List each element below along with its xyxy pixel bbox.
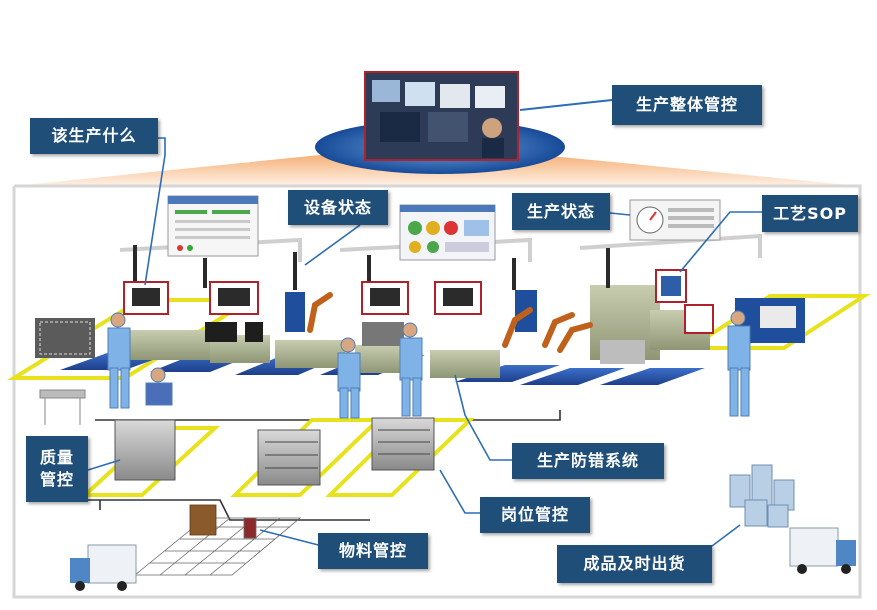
screen-equipment-status — [399, 204, 496, 261]
worker — [107, 312, 131, 409]
worker — [337, 337, 361, 419]
truck-left — [70, 544, 137, 591]
machines — [205, 290, 805, 343]
label-quality-control-line2: 管控 — [39, 470, 74, 489]
truck-right — [789, 527, 856, 574]
material-carts — [114, 417, 435, 486]
label-process-sop: 工艺SOP — [762, 195, 858, 232]
label-post-control: 岗位管控 — [480, 497, 590, 533]
worker-seated — [145, 367, 173, 406]
finished-goods-buildings — [729, 464, 795, 528]
label-production-status: 生产状态 — [512, 193, 610, 230]
robot-arms — [307, 292, 593, 353]
control-room-image — [364, 71, 519, 161]
workers — [107, 310, 751, 419]
worker — [399, 322, 423, 417]
label-quality-control: 质量 管控 — [26, 436, 88, 502]
station-posts — [133, 245, 610, 290]
label-material-control: 物料管控 — [318, 533, 428, 569]
work-benches — [130, 285, 710, 378]
label-quality-control-line1: 质量 — [39, 448, 74, 468]
label-equipment-status: 设备状态 — [288, 190, 388, 225]
label-overall-control: 生产整体管控 — [612, 85, 762, 125]
small-table — [39, 389, 86, 425]
label-finished-goods-delivery: 成品及时出货 — [557, 545, 712, 583]
label-error-proofing: 生产防错系统 — [512, 443, 664, 479]
factory-floor-frame — [12, 184, 862, 599]
worker — [727, 310, 751, 417]
label-what-to-produce: 该生产什么 — [30, 118, 158, 154]
product-stacks — [35, 318, 645, 364]
floor-rails — [60, 410, 561, 521]
station-monitors — [123, 269, 714, 334]
screen-what-to-produce — [167, 195, 259, 257]
screen-production-status — [629, 199, 721, 241]
overall-control-leader — [519, 99, 613, 111]
warehouse-racks — [133, 504, 302, 576]
